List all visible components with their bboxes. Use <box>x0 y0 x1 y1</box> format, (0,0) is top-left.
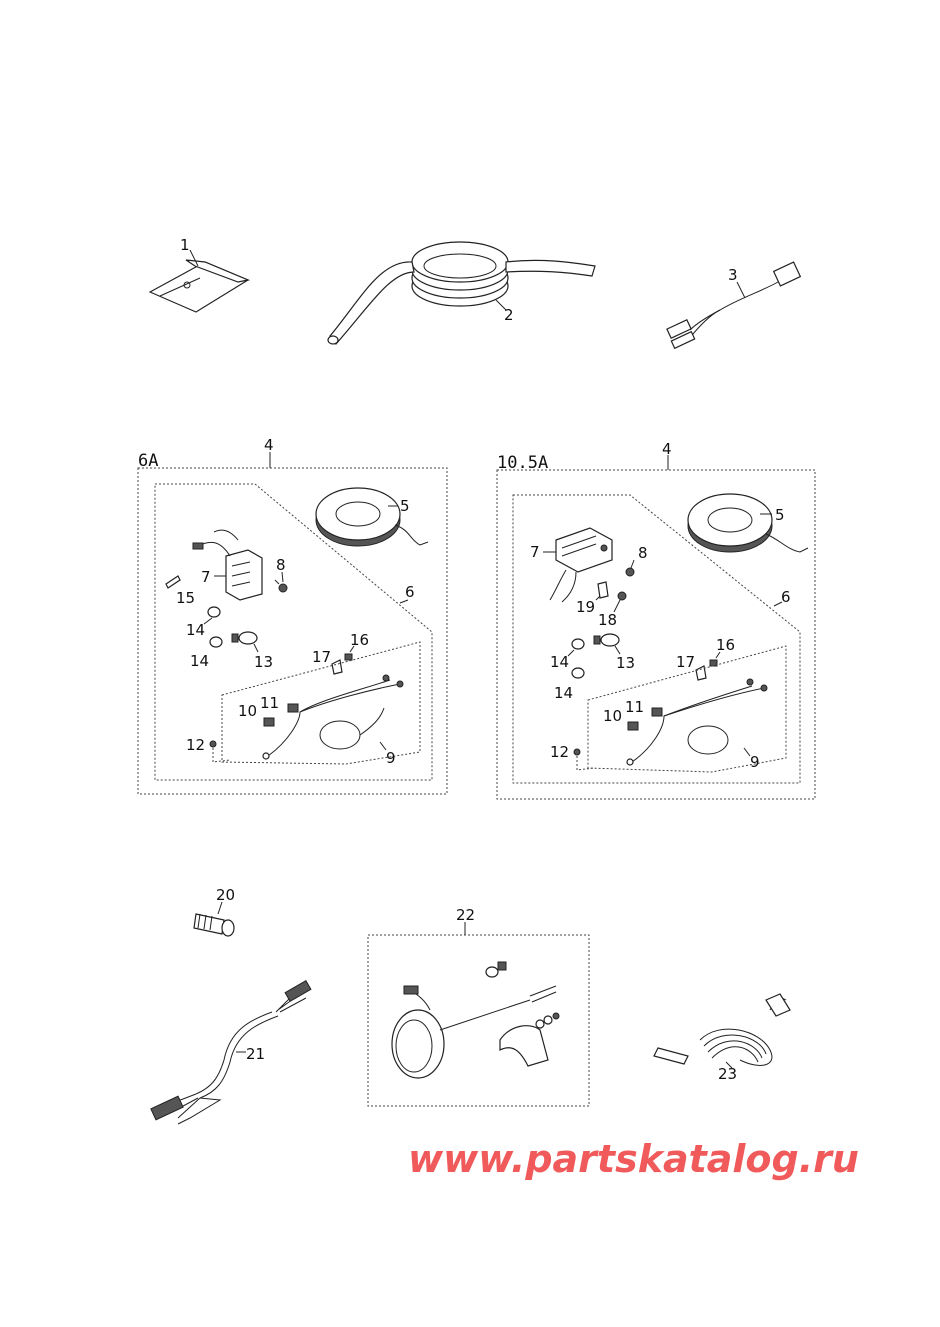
callout-b13: 13 <box>616 654 635 672</box>
callout-b4: 4 <box>662 440 672 458</box>
leader-3 <box>736 281 746 299</box>
callout-a4: 4 <box>264 436 274 454</box>
part-22-gauge[interactable] <box>391 985 557 1079</box>
callout-b6: 6 <box>781 588 791 606</box>
callout-b14a: 14 <box>550 653 569 671</box>
callout-2: 2 <box>504 306 514 324</box>
callout-b9: 9 <box>750 753 760 771</box>
callout-a14a: 14 <box>186 621 205 639</box>
part-19-collar-10-5a[interactable] <box>597 581 609 599</box>
part-8-bolt-10-5a[interactable] <box>625 567 635 577</box>
callout-a7: 7 <box>201 568 211 586</box>
part-5-stator-6a[interactable] <box>315 487 429 547</box>
callout-a12: 12 <box>186 736 205 754</box>
callout-b8: 8 <box>638 544 648 562</box>
part-14-clamp-10-5a-upper[interactable] <box>571 638 585 650</box>
callout-b11: 11 <box>625 698 644 716</box>
part-2-hose-coil[interactable] <box>327 241 596 345</box>
callout-b12: 12 <box>550 743 569 761</box>
group-10-5a-inner-frame <box>512 494 801 784</box>
group-6a-outer-frame <box>137 467 448 795</box>
callout-a17: 17 <box>312 648 331 666</box>
section-label-6a: 6A <box>138 451 158 471</box>
callout-b19: 19 <box>576 598 595 616</box>
part-5-stator-10-5a[interactable] <box>687 493 809 553</box>
part-16-clip-6a[interactable] <box>344 653 353 661</box>
callout-a8: 8 <box>276 556 286 574</box>
callout-b5: 5 <box>775 506 785 524</box>
part-21-extension-harness[interactable] <box>150 979 312 1125</box>
part-10-connector-6a[interactable] <box>263 717 275 727</box>
part-1-pouch[interactable] <box>148 259 251 313</box>
callout-a16: 16 <box>350 631 369 649</box>
callout-22: 22 <box>456 906 475 924</box>
callout-a5: 5 <box>400 497 410 515</box>
part-20-fitting[interactable] <box>193 913 235 937</box>
callout-b14b: 14 <box>554 684 573 702</box>
part-11-connector-6a[interactable] <box>287 703 299 713</box>
part-17-holder-10-5a[interactable] <box>695 665 707 681</box>
part-14-clamp-6a-upper[interactable] <box>207 606 221 618</box>
callout-b16: 16 <box>716 636 735 654</box>
callout-23: 23 <box>718 1065 737 1083</box>
callout-a6: 6 <box>405 583 415 601</box>
part-23-lanyard[interactable] <box>653 993 791 1066</box>
group-6a-harness-frame <box>221 641 421 765</box>
callout-20: 20 <box>216 886 235 904</box>
part-13-clamp-10-5a[interactable] <box>593 633 620 647</box>
part-15-spacer-6a[interactable] <box>165 575 181 589</box>
callout-a13: 13 <box>254 653 273 671</box>
part-9-harness-6a[interactable] <box>262 674 404 760</box>
callout-b18: 18 <box>598 611 617 629</box>
callout-a9: 9 <box>386 749 396 767</box>
part-11-connector-10-5a[interactable] <box>651 707 663 717</box>
group-10-5a: 10.5A 4 5 6 7 8 <box>496 440 816 800</box>
leader-1 <box>189 249 199 267</box>
part-8-bolt-6a[interactable] <box>274 579 288 593</box>
callout-a10: 10 <box>238 702 257 720</box>
part-13-clamp-6a[interactable] <box>231 631 258 645</box>
callout-3: 3 <box>728 266 738 284</box>
callout-b17: 17 <box>676 653 695 671</box>
part-3-wire-harness[interactable] <box>666 261 802 350</box>
part-12-screw-6a[interactable] <box>209 740 217 748</box>
part-22-gauge-kit-group: 22 <box>367 906 590 1107</box>
group-6a: 6A 4 5 6 7 8 <box>137 436 448 795</box>
watermark-text[interactable]: www.partskatalog.ru <box>408 1137 859 1181</box>
part-12-screw-10-5a[interactable] <box>573 748 581 756</box>
part-22-bracket[interactable] <box>499 1025 549 1067</box>
callout-b10: 10 <box>603 707 622 725</box>
callout-a15: 15 <box>176 589 195 607</box>
callout-a11: 11 <box>260 694 279 712</box>
part-22-bulb[interactable] <box>485 961 507 978</box>
callout-21: 21 <box>246 1045 265 1063</box>
callout-b7: 7 <box>530 543 540 561</box>
callout-1: 1 <box>180 236 190 254</box>
part-10-connector-10-5a[interactable] <box>627 721 639 731</box>
group-6a-inner-frame <box>154 483 433 781</box>
group-10-5a-outer-frame <box>496 469 816 800</box>
part-18-bolt-10-5a[interactable] <box>617 591 627 601</box>
part-22-washers[interactable] <box>535 1012 560 1029</box>
part-14-clamp-6a-lower[interactable] <box>209 636 223 648</box>
part-7-rectifier-10-5a[interactable] <box>549 527 613 603</box>
callout-a14b: 14 <box>190 652 209 670</box>
part-7-rectifier-6a[interactable] <box>192 529 263 601</box>
part-17-holder-6a[interactable] <box>331 659 343 675</box>
part-9-harness-10-5a[interactable] <box>626 678 768 766</box>
section-label-10-5a: 10.5A <box>497 453 548 473</box>
part-14-clamp-10-5a-lower[interactable] <box>571 667 585 679</box>
part-16-clip-10-5a[interactable] <box>709 659 718 667</box>
leader-2 <box>495 299 507 311</box>
